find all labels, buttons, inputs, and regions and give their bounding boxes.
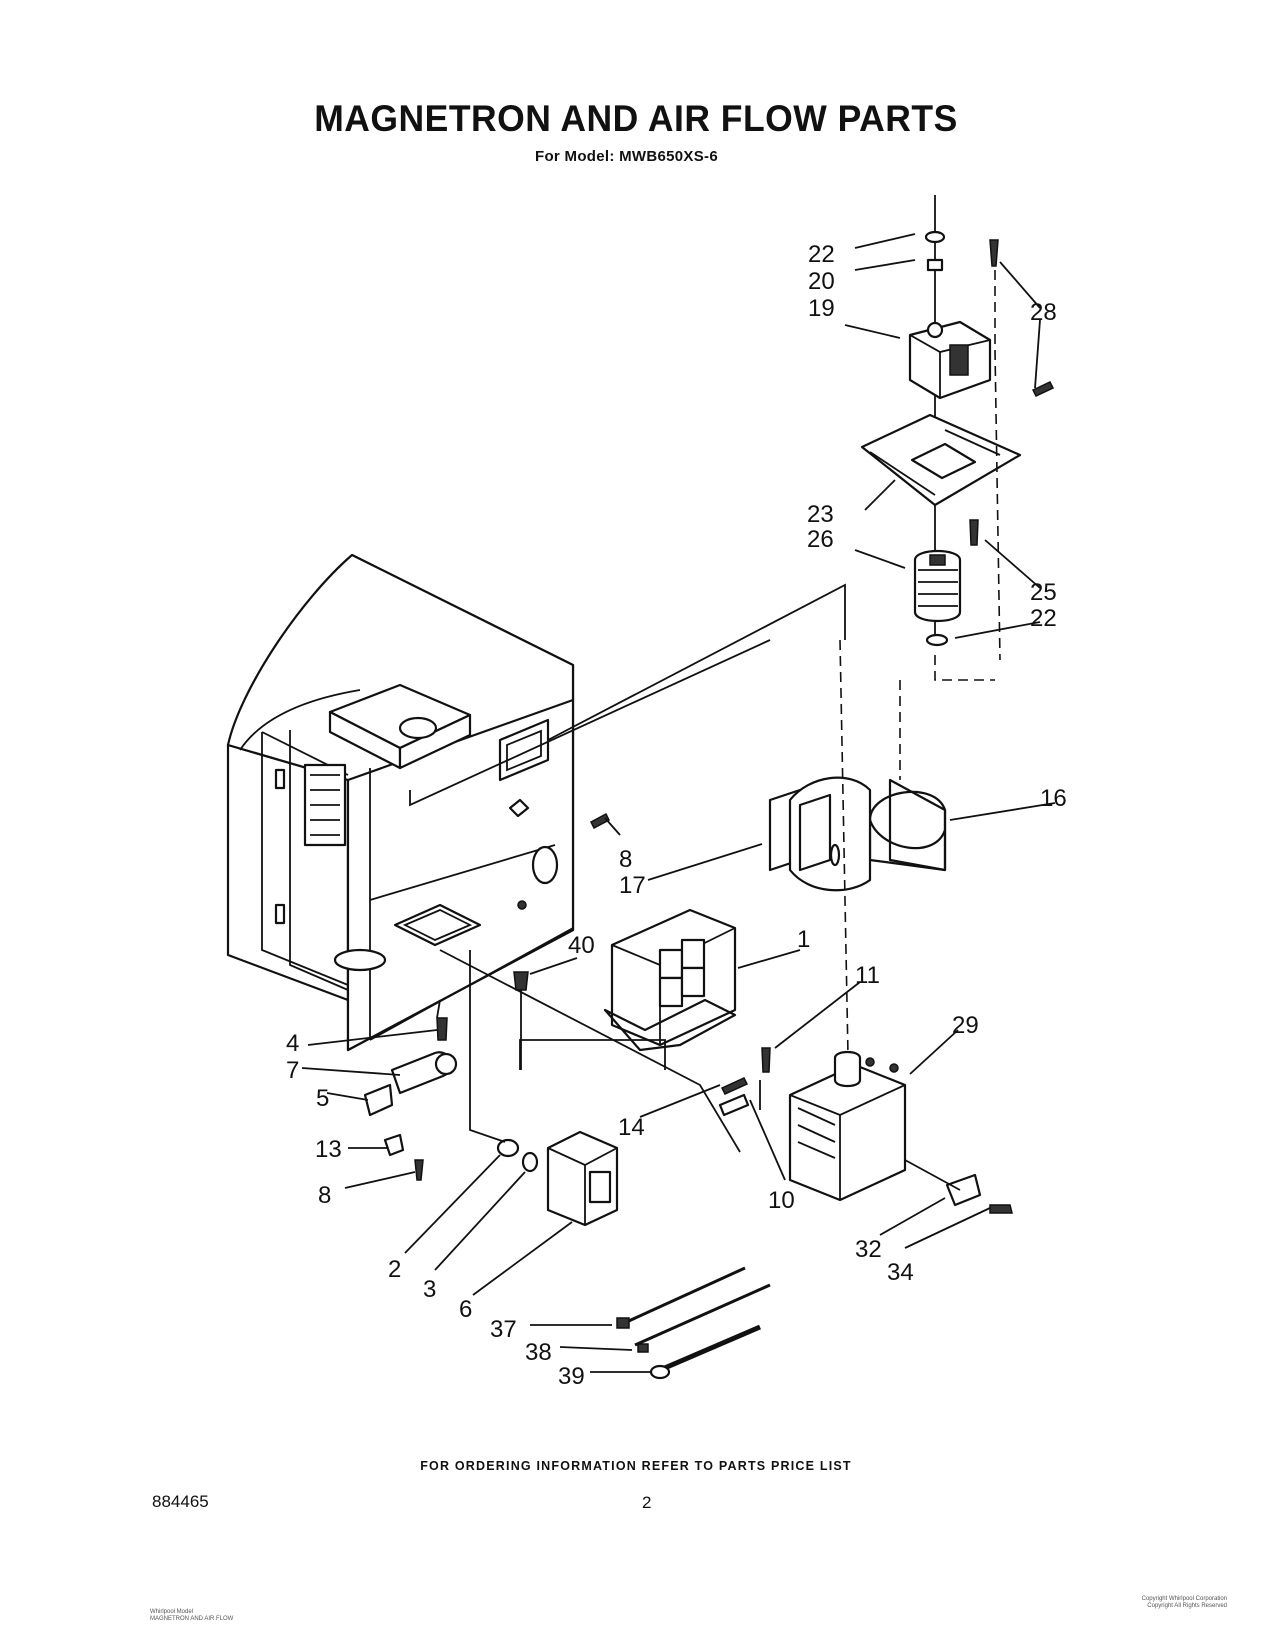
fine-print-left-line: Whirlpool Model (150, 1609, 194, 1615)
fine-print-right: Copyright Whirlpool Corporation Copyrigh… (1142, 1596, 1227, 1610)
callout-numbers: 22 20 19 28 23 26 25 22 16 8 17 40 1 11 … (286, 241, 1067, 1390)
callout-26: 26 (807, 526, 834, 553)
callout-22-top: 22 (808, 241, 835, 268)
callout-14: 14 (618, 1114, 645, 1141)
callout-2: 2 (388, 1256, 401, 1283)
callout-10: 10 (768, 1187, 795, 1214)
fine-print-left-line: MAGNETRON AND AIR FLOW (150, 1616, 234, 1622)
thermal-cutout (904, 1159, 1013, 1214)
callout-8-upper: 8 (619, 846, 632, 873)
callout-1: 1 (797, 926, 810, 953)
ordering-information-note: FOR ORDERING INFORMATION REFER TO PARTS … (420, 1459, 852, 1473)
page-title: MAGNETRON AND AIR FLOW PARTS (314, 98, 958, 139)
callout-5: 5 (316, 1085, 329, 1112)
callout-32: 32 (855, 1236, 882, 1263)
callout-29: 29 (952, 1012, 979, 1039)
waveguide-duct (768, 776, 872, 892)
callout-39: 39 (558, 1363, 585, 1390)
page-number: 2 (642, 1493, 652, 1512)
magnetron (788, 639, 907, 1202)
callout-40: 40 (568, 932, 595, 959)
callout-17: 17 (619, 872, 646, 899)
callout-28: 28 (1030, 299, 1057, 326)
callout-20: 20 (808, 268, 835, 295)
fine-print-right-line: Copyright Whirlpool Corporation (1141, 1596, 1227, 1602)
fan-motor-assembly (860, 195, 1055, 780)
cabinet-chassis (226, 553, 575, 1052)
callout-22-bottom: 22 (1030, 605, 1057, 632)
callout-8-lower: 8 (318, 1182, 331, 1209)
fine-print-right-line: Copyright All Rights Reserved (1147, 1603, 1227, 1609)
callout-16: 16 (1040, 785, 1067, 812)
model-subtitle: For Model: MWB650XS-6 (535, 148, 718, 165)
callout-4: 4 (286, 1030, 299, 1057)
fine-print-left: Whirlpool Model MAGNETRON AND AIR FLOW (150, 1609, 233, 1623)
callout-37: 37 (490, 1316, 517, 1343)
callout-25: 25 (1030, 579, 1057, 606)
document-number: 884465 (152, 1492, 209, 1511)
callout-6: 6 (459, 1296, 472, 1323)
small-components (363, 812, 771, 1380)
air-duct (868, 778, 947, 872)
connection-lines (409, 583, 846, 1153)
callout-3: 3 (423, 1276, 436, 1303)
callout-7: 7 (286, 1057, 299, 1084)
callout-38: 38 (525, 1339, 552, 1366)
callout-11: 11 (855, 962, 880, 989)
callout-19: 19 (808, 295, 835, 322)
callout-13: 13 (315, 1136, 342, 1163)
callout-23: 23 (807, 501, 834, 528)
callout-leaders (301, 233, 1056, 1373)
callout-34: 34 (887, 1259, 914, 1286)
transformer (603, 908, 737, 1052)
